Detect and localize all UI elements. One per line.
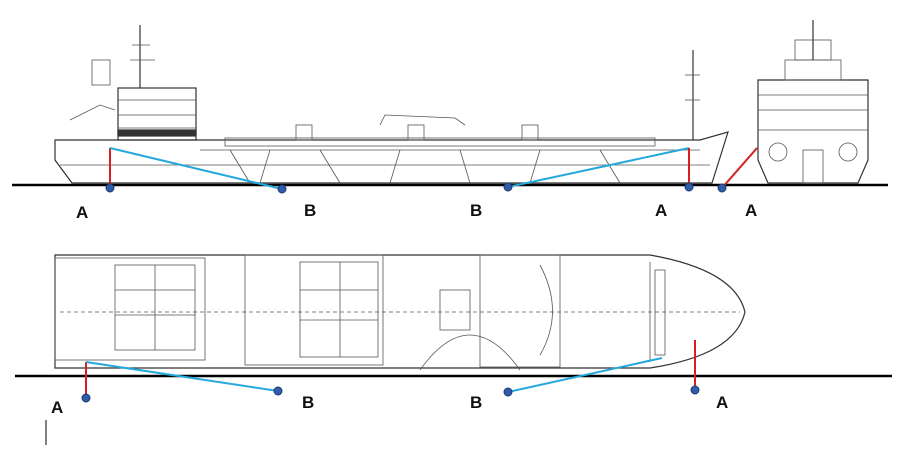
ship-section-view [757, 20, 869, 184]
label-a: A [655, 201, 667, 220]
anchor-point [684, 182, 694, 192]
label-a: A [745, 201, 757, 220]
anchor-point [503, 182, 513, 192]
anchor-point [717, 183, 727, 193]
anchor-point [503, 387, 513, 397]
ship-plan-view [54, 254, 746, 371]
anchor-point [105, 183, 115, 193]
label-b: B [302, 393, 314, 412]
support-b-line [507, 147, 690, 188]
support-b-line [109, 147, 283, 190]
anchor-point [277, 184, 287, 194]
label-b: B [470, 201, 482, 220]
anchor-point [690, 385, 700, 395]
anchor-point [273, 386, 283, 396]
ship-profile-view [54, 25, 729, 184]
support-b-line [85, 361, 279, 392]
label-a: A [716, 393, 728, 412]
anchor-point [81, 393, 91, 403]
label-b: B [304, 201, 316, 220]
support-b-line [507, 357, 663, 393]
support-a-line [721, 147, 758, 189]
label-b: B [470, 393, 482, 412]
label-a: A [51, 398, 63, 417]
label-a: A [76, 203, 88, 222]
